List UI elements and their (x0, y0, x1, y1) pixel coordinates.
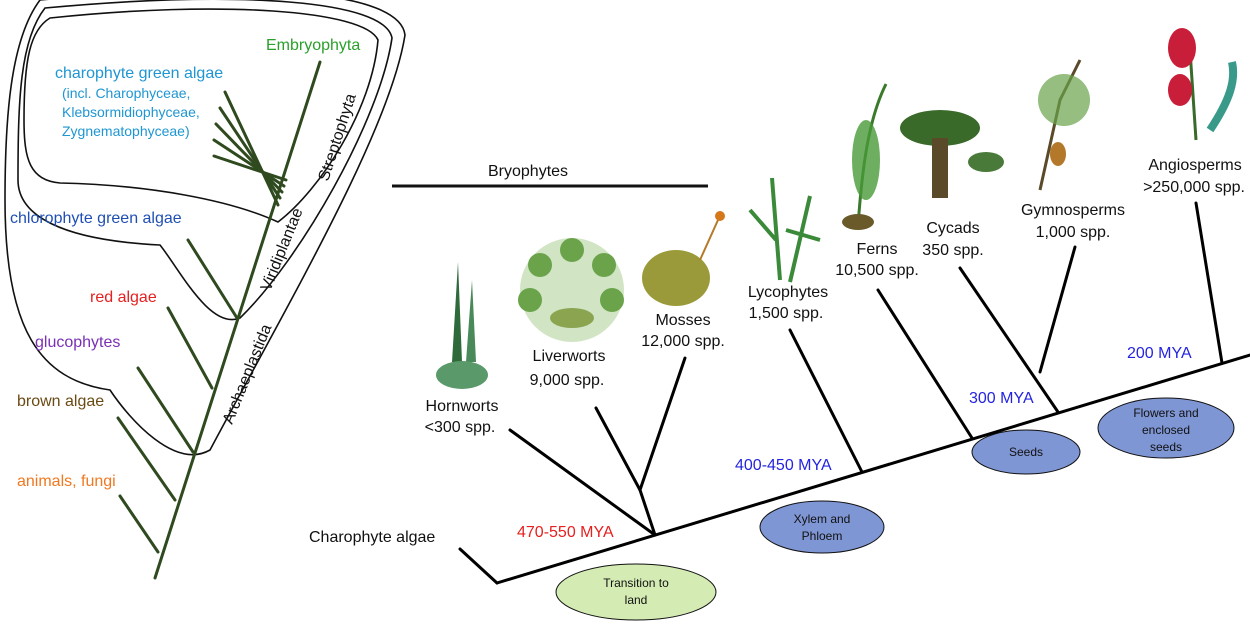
streptophyta-outline (23, 8, 379, 223)
label-charophyte-2: (incl. Charophyceae, (62, 85, 190, 101)
svg-text:seeds: seeds (1150, 440, 1182, 454)
event-oval-land: Transition to land (555, 563, 717, 621)
clade-label-archaeplastida: Archaeplastida (220, 322, 275, 427)
svg-text:Flowers and: Flowers and (1133, 406, 1198, 420)
branch-hornworts (508, 428, 657, 537)
right-phylogeny: Bryophytes Transition to land Xylem and … (309, 28, 1250, 621)
archaeplastida-outline (4, 0, 406, 456)
branch-charophyte-algae (458, 547, 499, 585)
branch-brown (116, 416, 177, 502)
label-charophyte-3: Klebsormidiophyceae, (62, 104, 200, 120)
group-name-mosses: Mosses (655, 312, 710, 329)
group-spp-gymnosperms: 1,000 spp. (1036, 224, 1111, 241)
branch-chlorophyte (186, 238, 239, 320)
branch-animals (118, 494, 160, 554)
label-charophyte-1: charophyte green algae (55, 65, 223, 82)
label-chlorophyte: chlorophyte green algae (10, 210, 182, 227)
event-oval-flowers: Flowers and enclosed seeds (1097, 397, 1235, 459)
label-brown-algae: brown algae (17, 393, 104, 410)
branch-ferns (876, 288, 974, 440)
pine-illustration (1038, 59, 1090, 191)
group-name-ferns: Ferns (857, 241, 898, 258)
left-branches (116, 60, 322, 580)
svg-text:enclosed: enclosed (1142, 423, 1190, 437)
group-spp-hornworts: <300 spp. (425, 419, 496, 436)
lycophyte-illustration (748, 177, 821, 283)
event-oval-seeds: Seeds (971, 429, 1081, 475)
group-name-angiosperms: Angiosperms (1148, 157, 1241, 174)
branch-red (166, 306, 214, 390)
hornwort-illustration (436, 262, 488, 389)
label-animals-fungi: animals, fungi (17, 473, 116, 490)
fern-illustration (842, 83, 888, 230)
branch-glaucophytes (136, 366, 195, 454)
branch-charophyte-1 (223, 90, 280, 207)
svg-text:Xylem and: Xylem and (794, 512, 851, 526)
cycad-illustration (900, 110, 1004, 198)
group-name-liverworts: Liverworts (533, 348, 606, 365)
age-300: 300 MYA (969, 390, 1034, 407)
branch-trunk (153, 60, 322, 580)
clade-label-streptophyta: Streptophyta (316, 92, 360, 184)
left-phylogeny: Streptophyta Viridiplantae Archaeplastid… (4, 0, 406, 580)
group-spp-liverworts: 9,000 spp. (530, 372, 605, 389)
branch-bryo-join (638, 488, 657, 537)
branch-gymnosperms (1038, 245, 1077, 374)
group-name-lycophytes: Lycophytes (748, 284, 828, 301)
svg-text:Seeds: Seeds (1009, 445, 1043, 459)
group-name-gymnosperms: Gymnosperms (1021, 202, 1125, 219)
branch-angiosperms (1194, 201, 1224, 365)
event-oval-xylem: Xylem and Phloem (759, 500, 885, 554)
group-spp-mosses: 12,000 spp. (641, 333, 725, 350)
branch-charophyte-3 (214, 122, 284, 194)
liverwort-illustration (518, 238, 624, 342)
branch-liverworts (594, 406, 642, 492)
charophyte-algae-label: Charophyte algae (309, 529, 435, 546)
age-470-550: 470-550 MYA (517, 524, 614, 541)
label-glaucophytes: glucophytes (35, 334, 120, 351)
moss-illustration (642, 211, 725, 306)
label-red-algae: red algae (90, 289, 157, 306)
angiosperm-illustration (1168, 28, 1238, 141)
main-axis (495, 353, 1250, 585)
age-200: 200 MYA (1127, 345, 1192, 362)
label-embryophyta: Embryophyta (266, 37, 360, 54)
group-spp-ferns: 10,500 spp. (835, 262, 919, 279)
branch-cycads (958, 266, 1060, 414)
branch-charophyte-4 (212, 138, 286, 188)
bryophytes-label: Bryophytes (488, 163, 568, 180)
branch-charophyte-2 (218, 106, 282, 200)
group-name-cycads: Cycads (926, 220, 979, 237)
group-name-hornworts: Hornworts (426, 398, 499, 415)
branch-mosses (638, 356, 687, 492)
age-400-450: 400-450 MYA (735, 457, 832, 474)
svg-text:land: land (625, 593, 648, 607)
group-spp-angiosperms: >250,000 spp. (1143, 179, 1245, 196)
svg-text:Transition to: Transition to (603, 576, 669, 590)
group-spp-lycophytes: 1,500 spp. (749, 305, 824, 322)
group-spp-cycads: 350 spp. (922, 242, 983, 259)
label-charophyte-4: Zygnematophyceae) (62, 123, 190, 139)
branch-lycophytes (788, 328, 864, 474)
right-branches (458, 201, 1250, 585)
branch-charophyte-5 (212, 154, 288, 182)
svg-text:Phloem: Phloem (802, 529, 843, 543)
